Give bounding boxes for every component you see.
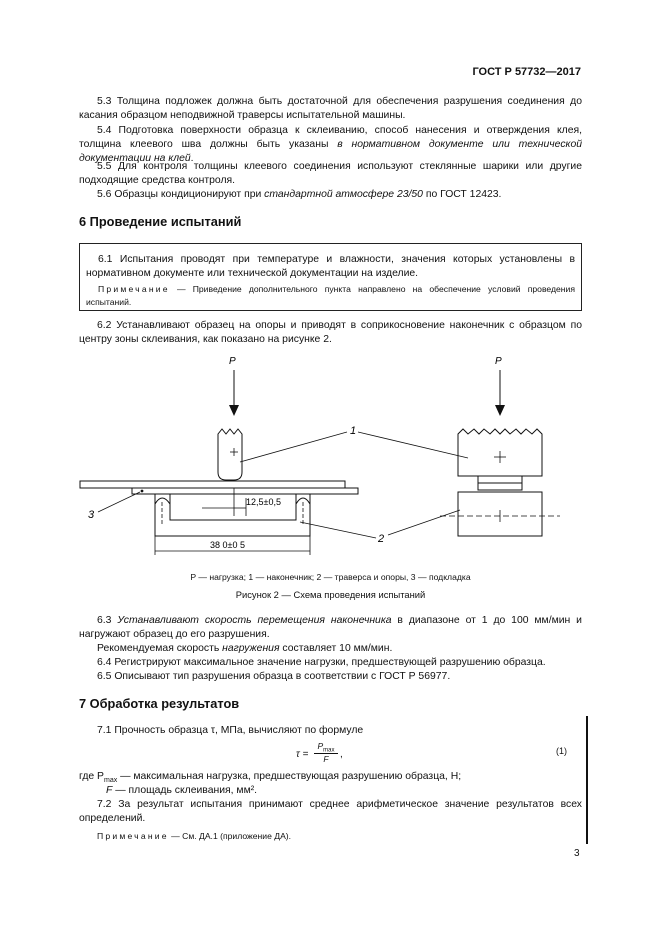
lower-substrate (131, 487, 359, 495)
rate-text: Рекомендуемая скорость (97, 643, 223, 654)
callout-3-label: 3 (88, 509, 95, 521)
formula-lhs: τ = (296, 749, 309, 760)
where-text-1: — максимальная нагрузка, предшествующая … (117, 771, 462, 782)
load-arrowhead-left (229, 405, 239, 416)
load-label-right: P (495, 356, 502, 367)
note-6-1: Примечание — Приведение дополнительного … (86, 283, 575, 308)
paragraph-5-3: 5.3 Толщина подложек должна быть достато… (79, 96, 582, 121)
figure-legend: P — нагрузка; 1 — наконечник; 2 — травер… (190, 572, 471, 582)
where-symbol-f: F (106, 785, 113, 796)
where-line-2: F — площадь склеивания, мм². (106, 784, 582, 798)
callout-1-leader-right (357, 431, 469, 459)
formula-num-symbol: P (317, 741, 324, 751)
paragraph-5-6-text: 5.6 Образцы кондиционируют при (97, 189, 265, 200)
where-symbol: где P (79, 771, 104, 782)
spacer-mark (140, 489, 144, 493)
revision-bar (586, 716, 588, 844)
load-label-left: P (229, 356, 236, 367)
paragraph-6-5: 6.5 Описывают тип разрушения образца в с… (97, 671, 451, 682)
indenter-tip (217, 428, 243, 481)
support-base (154, 493, 311, 537)
where-sub: max (103, 777, 118, 785)
specimen-side-upper (477, 475, 523, 484)
dim-small-label: 12,5±0,5 (246, 497, 281, 507)
upper-substrate (79, 480, 346, 489)
paragraph-5-4-end: . (190, 153, 194, 164)
where-line-1: где Pmax — максимальная нагрузка, предше… (79, 770, 582, 788)
formula-denominator: F (323, 754, 329, 764)
load-arrowhead-right (495, 405, 505, 416)
support-roller-right (295, 497, 311, 505)
paragraph-6-4: 6.4 Регистрируют максимальное значение н… (97, 657, 546, 668)
section-6-heading: 6 Проведение испытаний (79, 214, 242, 229)
formula-num-sub: max (323, 747, 335, 754)
support-roller-left (154, 497, 171, 505)
paragraph-6-3-text: в диапазоне от 1 до 100 мм/мин и нагружа… (79, 615, 582, 640)
figure-caption: Рисунок 2 — Схема проведения испытаний (235, 589, 426, 600)
note-7-label: Примечание (97, 831, 169, 841)
callout-3-leader (97, 491, 141, 513)
specimen-side-lower (477, 482, 523, 491)
callout-2-label: 2 (377, 533, 384, 545)
formula-comma: , (340, 749, 343, 760)
paragraph-5-6-end: по ГОСТ 12423. (422, 189, 502, 200)
paragraph-6-2: 6.2 Устанавливают образец на опоры и при… (79, 320, 582, 345)
paragraph-7-1: 7.1 Прочность образца τ, МПа, вычисляют … (97, 725, 364, 736)
paragraph-5-4-text: 5.4 Подготовка поверхности образца к скл… (79, 125, 582, 150)
support-side-view (457, 491, 543, 537)
callout-2-leader-left (299, 521, 377, 539)
section-7-heading: 7 Обработка результатов (79, 696, 240, 711)
paragraph-5-5: 5.5 Для контроля толщины клеевого соедин… (79, 161, 582, 186)
callout-2-leader-right (387, 509, 461, 536)
paragraph-6-3-italic: Устанавливают скорость перемещения након… (117, 615, 392, 626)
paragraph-5-6-italic: стандартной атмосфере 23/50 (264, 189, 423, 200)
formula-numerator: Pmax (314, 741, 338, 754)
paragraph-6-3-num: 6.3 (97, 615, 118, 626)
paragraph-6-1: 6.1 Испытания проводят при температуре и… (86, 254, 575, 279)
callout-1-leader-left (239, 431, 348, 463)
inserted-clause-box: 6.1 Испытания проводят при температуре и… (79, 243, 582, 311)
rate-italic: нагружения (222, 643, 280, 654)
figure-2-diagram: P 12,5±0,5 38 0±0 5 1 2 3 P (79, 356, 560, 555)
paragraph-5-6: 5.6 Образцы кондиционируют при стандартн… (97, 188, 582, 202)
formula-number: (1) (556, 746, 567, 756)
paragraph-6-3: 6.3 Устанавливают скорость перемещения н… (79, 614, 582, 642)
dim-large-label: 38 0±0 5 (210, 540, 245, 550)
where-text-2: — площадь склеивания, мм². (112, 785, 258, 796)
note-label: Примечание (98, 284, 170, 294)
note-text: — Приведение дополнительного пункта напр… (86, 284, 575, 307)
document-id: ГОСТ Р 57732—2017 (472, 66, 581, 78)
fraction-bar (314, 753, 338, 754)
note-7-text: — См. ДА.1 (приложение ДА). (168, 831, 292, 841)
rate-value: составляет 10 мм/мин. (279, 643, 393, 654)
note-7: Примечание — См. ДА.1 (приложение ДА). (79, 830, 582, 843)
paragraph-5-4-italic: в нормативном документе или технической … (79, 139, 582, 164)
page-number: 3 (574, 848, 580, 859)
indenter-side-view (457, 428, 543, 477)
paragraph-7-2: 7.2 За результат испытания принимают сре… (79, 799, 582, 824)
paragraph-5-4: 5.4 Подготовка поверхности образца к скл… (79, 124, 582, 166)
callout-1-label: 1 (350, 425, 356, 437)
paragraph-6-3-rate: Рекомендуемая скорость нагружения состав… (97, 642, 582, 656)
